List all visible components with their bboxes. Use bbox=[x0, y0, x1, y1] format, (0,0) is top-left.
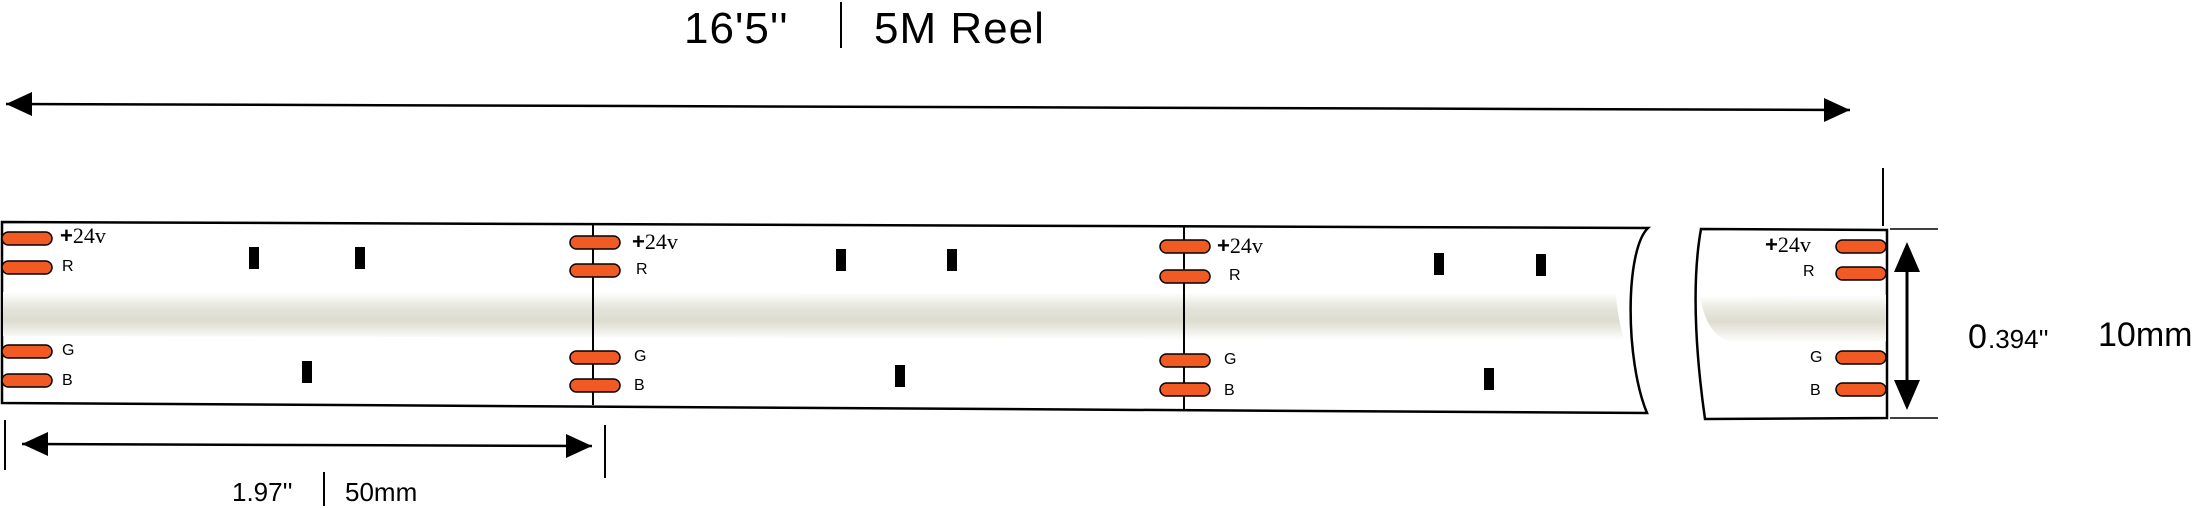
reel-length-arrowhead-left bbox=[6, 92, 32, 116]
reel-length-metric: 5M Reel bbox=[874, 4, 1045, 53]
pad-label-g-seg1: G bbox=[62, 342, 75, 359]
voltage-text: 24v bbox=[644, 229, 678, 254]
pad-label-r-seg2: R bbox=[636, 261, 648, 278]
plus-sign: + bbox=[60, 223, 73, 248]
cut-length-arrow bbox=[21, 442, 593, 448]
voltage-text: 24v bbox=[1777, 232, 1811, 257]
reel-length-arrowhead-right bbox=[1824, 98, 1850, 122]
width-arrowhead-top bbox=[1894, 242, 1920, 272]
pad-label-24v-seg1: +24v bbox=[60, 223, 106, 249]
pad-label-b-seg1: B bbox=[62, 372, 73, 389]
pad-24v-seg3 bbox=[1159, 239, 1211, 254]
resistor bbox=[1434, 253, 1444, 275]
pad-label-r-seg1: R bbox=[62, 258, 74, 275]
plus-sign: + bbox=[632, 229, 645, 254]
plus-sign: + bbox=[1217, 233, 1230, 258]
resistor bbox=[355, 247, 365, 269]
pad-g-end bbox=[1835, 350, 1887, 365]
pad-b-seg2 bbox=[569, 378, 621, 393]
pad-b-seg1 bbox=[1, 373, 53, 388]
pad-label-24v-end: +24v bbox=[1765, 232, 1811, 258]
pad-b-seg3 bbox=[1159, 382, 1211, 397]
resistor bbox=[1536, 254, 1546, 276]
pad-label-24v-seg3: +24v bbox=[1217, 233, 1263, 259]
reel-length-separator bbox=[840, 2, 842, 48]
pad-label-r-seg3: R bbox=[1229, 267, 1241, 284]
width-arrowhead-bottom bbox=[1894, 380, 1920, 410]
resistor bbox=[1484, 368, 1494, 390]
resistor bbox=[947, 249, 957, 271]
cut-length-imperial: 1.97'' bbox=[232, 477, 293, 507]
resistor bbox=[836, 249, 846, 271]
voltage-text: 24v bbox=[72, 223, 106, 248]
pad-24v-seg1 bbox=[1, 231, 53, 246]
cut-length-separator bbox=[323, 472, 325, 506]
pad-label-g-end: G bbox=[1810, 349, 1823, 366]
strip-main-diffuser bbox=[3, 292, 1624, 340]
width-imperial: .394'' bbox=[1988, 324, 2049, 354]
resistor bbox=[302, 361, 312, 383]
cut-length-arrowhead-left bbox=[22, 432, 48, 456]
reel-length-arrow bbox=[5, 102, 1851, 112]
cut-length-arrowhead-right bbox=[566, 434, 592, 458]
pad-r-seg2 bbox=[569, 263, 621, 278]
pad-b-end bbox=[1835, 382, 1887, 397]
pad-label-b-end: B bbox=[1810, 382, 1821, 399]
pad-r-seg1 bbox=[1, 260, 53, 275]
pad-g-seg1 bbox=[1, 344, 53, 359]
pad-g-seg3 bbox=[1159, 353, 1211, 368]
strip-end-diffuser bbox=[1700, 295, 1886, 343]
plus-sign: + bbox=[1765, 232, 1778, 257]
pad-label-b-seg2: B bbox=[634, 377, 645, 394]
pad-label-g-seg2: G bbox=[634, 348, 647, 365]
width-prefix: 0 bbox=[1968, 318, 1987, 356]
pad-label-24v-seg2: +24v bbox=[632, 229, 678, 255]
cut-length-metric: 50mm bbox=[345, 477, 418, 507]
pad-r-seg3 bbox=[1159, 269, 1211, 284]
reel-length-imperial: 16'5'' bbox=[684, 4, 789, 53]
pad-label-b-seg3: B bbox=[1224, 382, 1235, 399]
pad-24v-end bbox=[1835, 239, 1887, 254]
pad-24v-seg2 bbox=[569, 235, 621, 250]
resistor bbox=[249, 247, 259, 269]
pad-g-seg2 bbox=[569, 350, 621, 365]
voltage-text: 24v bbox=[1229, 233, 1263, 258]
pad-r-end bbox=[1835, 266, 1887, 281]
width-metric: 10mm bbox=[2098, 316, 2193, 354]
resistor bbox=[895, 365, 905, 387]
pad-label-r-end: R bbox=[1803, 263, 1815, 280]
pad-label-g-seg3: G bbox=[1224, 351, 1237, 368]
